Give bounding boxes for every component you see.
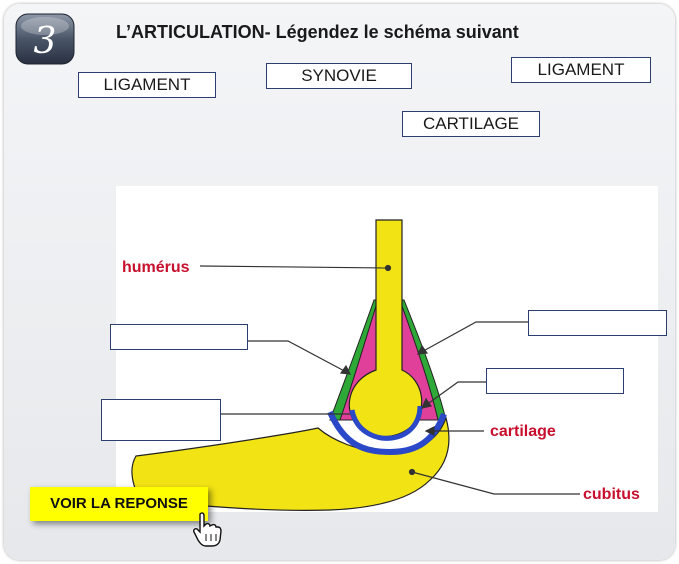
answer-box-4[interactable] [486,368,624,394]
page-title: L’ARTICULATION- Légendez le schéma suiva… [116,22,519,42]
hand-pointer-icon [193,512,222,547]
leader-cubitus [411,471,580,495]
slide-number: 3 [34,21,57,62]
leader-humerus [199,265,389,269]
leader-blank-1 [246,340,351,375]
word-synovie[interactable]: SYNOVIE [266,63,412,89]
word-cartilage[interactable]: CARTILAGE [402,111,540,137]
label-cubitus: cubitus [583,486,640,503]
humerus-cartilage [349,405,423,441]
answer-box-3[interactable] [528,310,667,336]
answer-box-1[interactable] [110,324,248,350]
answer-box-2[interactable] [101,399,221,441]
word-ligament-2[interactable]: LIGAMENT [511,57,651,83]
label-cartilage: cartilage [490,423,556,440]
leader-blank-4 [421,381,486,409]
label-humerus: humérus [122,259,190,276]
leader-blank-3 [417,321,528,355]
show-answer-button[interactable]: VOIR LA REPONSE [30,487,208,521]
number-badge-icon: 3 [15,13,75,65]
word-ligament-1[interactable]: LIGAMENT [78,72,216,98]
leader-lines [199,264,580,495]
